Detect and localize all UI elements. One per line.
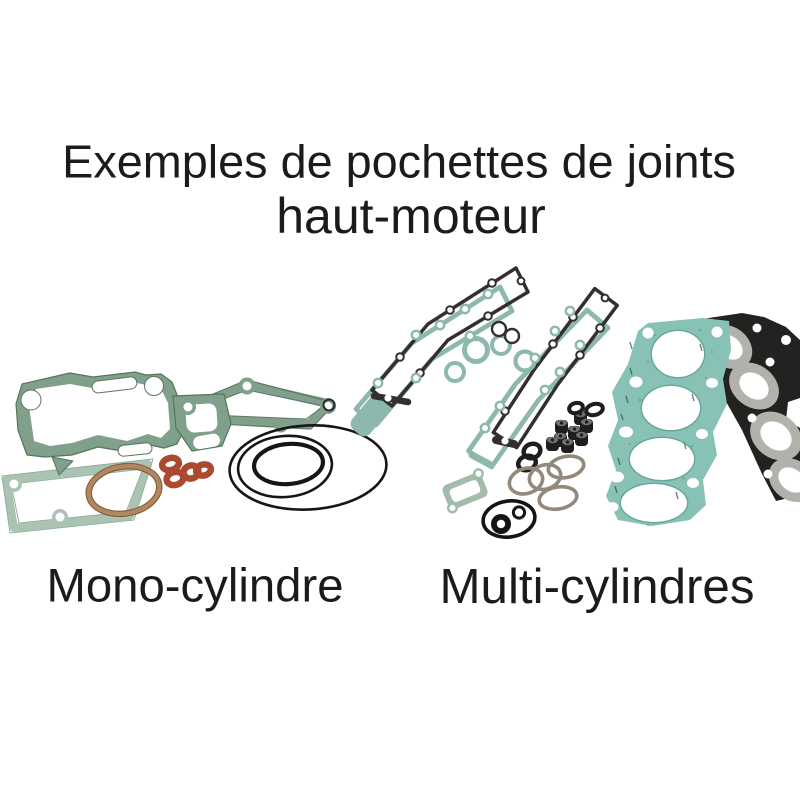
svg-text:Exemples de pochettes de joint: Exemples de pochettes de joints (62, 136, 736, 188)
svg-text:Mono-cylindre: Mono-cylindre (46, 560, 343, 613)
svg-text:haut-moteur: haut-moteur (276, 188, 546, 244)
svg-text:Multi-cylindres: Multi-cylindres (439, 559, 754, 614)
